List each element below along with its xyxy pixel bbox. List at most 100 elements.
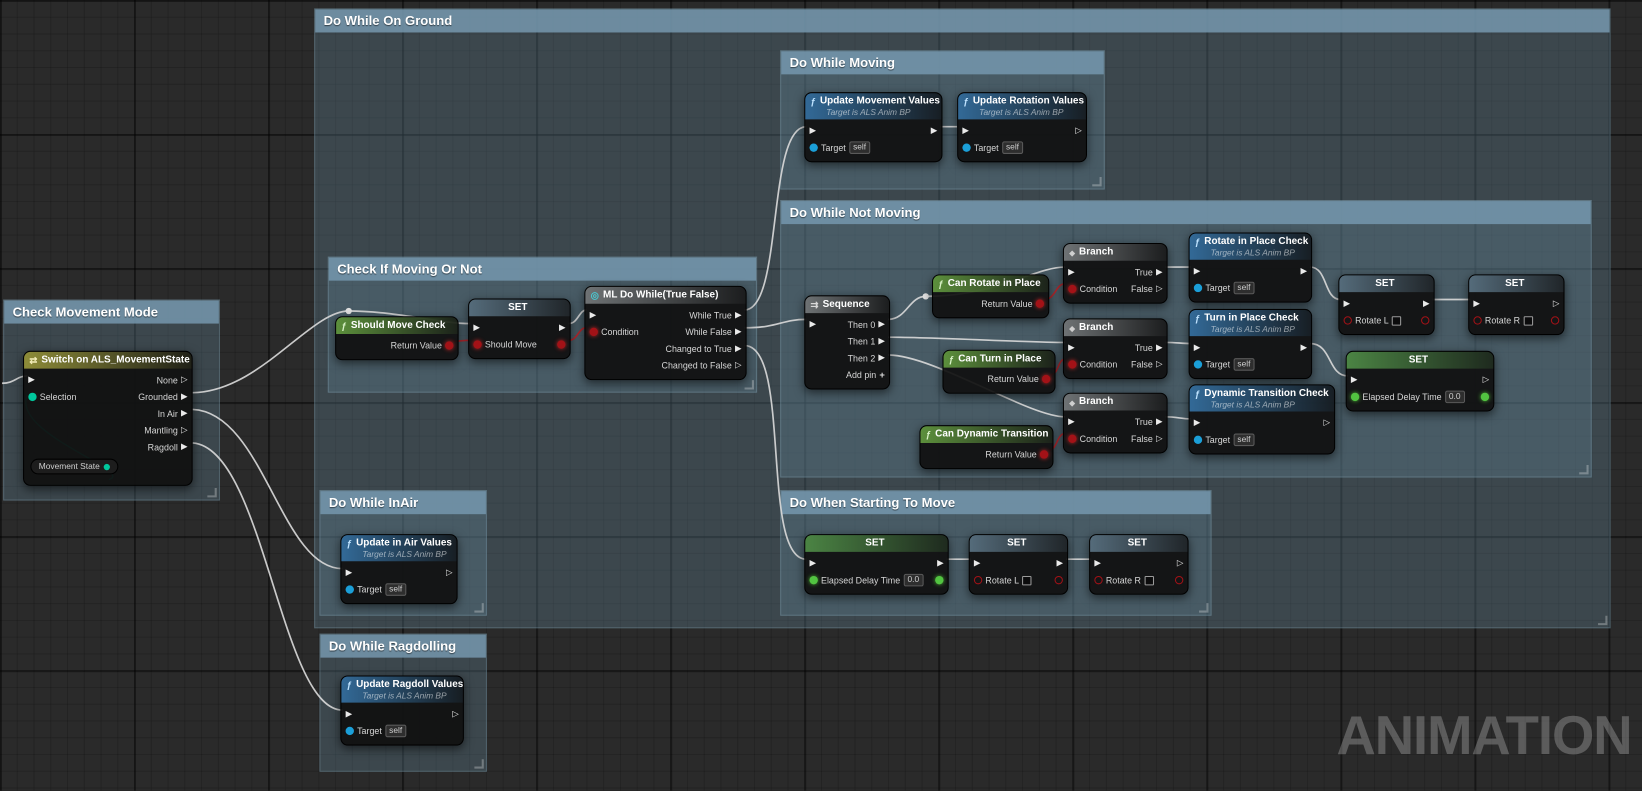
exec-in-pin[interactable]: [1351, 376, 1357, 384]
comment-title[interactable]: Do While Not Moving: [781, 201, 1591, 225]
while-true-pin[interactable]: [735, 311, 741, 319]
exec-in-pin[interactable]: [1068, 268, 1074, 276]
node-header[interactable]: SET: [1469, 275, 1564, 293]
elapsed-delay-out-pin[interactable]: [935, 575, 944, 585]
node-should-move-check[interactable]: Should Move Check Return Value: [335, 316, 459, 361]
node-header[interactable]: Update Movement Values Target is ALS Ani…: [805, 93, 942, 120]
rotate-r-out-pin[interactable]: [1550, 316, 1560, 325]
node-dynamic-transition-check[interactable]: Dynamic Transition Check Target is ALS A…: [1188, 384, 1336, 455]
rotate-l-pin[interactable]: [973, 575, 983, 585]
changed-to-false-pin[interactable]: [735, 361, 741, 369]
mantling-exec-pin[interactable]: [181, 426, 187, 434]
in-air-exec-pin[interactable]: [181, 409, 187, 417]
node-sequence[interactable]: Sequence Then 0 Then 1 Then 2 Add pin: [804, 295, 891, 390]
movement-state-variable-pill[interactable]: Movement State: [30, 458, 119, 475]
node-set-rotate-r-top[interactable]: SET Rotate R: [1468, 274, 1565, 336]
exec-in-pin[interactable]: [346, 710, 352, 718]
node-header[interactable]: SET: [1339, 275, 1434, 293]
elapsed-delay-pin[interactable]: [809, 575, 818, 585]
exec-in-pin[interactable]: [1194, 343, 1200, 351]
exec-out-pin[interactable]: [1483, 376, 1489, 384]
node-header[interactable]: Can Dynamic Transition: [920, 426, 1053, 443]
return-value-pin[interactable]: [1039, 450, 1049, 459]
exec-in-pin[interactable]: [1344, 299, 1350, 307]
true-pin[interactable]: [1156, 343, 1162, 351]
return-value-pin[interactable]: [1041, 374, 1051, 384]
then2-pin[interactable]: [878, 354, 884, 362]
node-header[interactable]: SET: [1090, 535, 1188, 552]
node-header[interactable]: Branch: [1063, 393, 1167, 411]
exec-in-pin[interactable]: [809, 127, 815, 135]
target-pin[interactable]: [1193, 360, 1203, 369]
exec-in-pin[interactable]: [28, 376, 34, 384]
node-can-turn-in-place[interactable]: Can Turn in Place Return Value: [942, 349, 1056, 394]
ragdoll-exec-pin[interactable]: [181, 443, 187, 451]
node-rotate-in-place-check[interactable]: Rotate in Place Check Target is ALS Anim…: [1188, 232, 1313, 303]
target-pin[interactable]: [345, 585, 354, 594]
exec-in-pin[interactable]: [809, 320, 815, 328]
target-value[interactable]: self: [384, 724, 407, 738]
target-value[interactable]: self: [1233, 433, 1255, 447]
exec-in-pin[interactable]: [1068, 418, 1074, 426]
exec-out-pin[interactable]: [1075, 127, 1081, 135]
node-header[interactable]: Dynamic Transition Check Target is ALS A…: [1189, 385, 1335, 412]
node-update-in-air-values[interactable]: Update in Air Values Target is ALS Anim …: [340, 534, 458, 605]
exec-out-pin[interactable]: [446, 569, 452, 577]
node-header[interactable]: ML Do While(True False): [585, 286, 746, 304]
node-header[interactable]: Branch: [1063, 319, 1167, 337]
exec-out-pin[interactable]: [1300, 343, 1306, 351]
node-set-rotate-r-bottom[interactable]: SET Rotate R: [1089, 534, 1189, 595]
target-pin[interactable]: [1193, 435, 1203, 445]
exec-out-pin[interactable]: [931, 127, 937, 135]
node-header[interactable]: Can Turn in Place: [943, 350, 1055, 368]
rotate-l-checkbox[interactable]: [1022, 575, 1032, 585]
then0-pin[interactable]: [878, 320, 884, 328]
true-pin[interactable]: [1156, 268, 1162, 276]
true-pin[interactable]: [1156, 418, 1162, 426]
exec-out-pin[interactable]: [452, 710, 458, 718]
rotate-l-pin[interactable]: [1343, 316, 1352, 325]
comment-title[interactable]: Do While On Ground: [315, 9, 1610, 33]
node-set-should-move[interactable]: SET Should Move: [468, 298, 571, 360]
exec-out-pin[interactable]: [559, 324, 565, 332]
target-value[interactable]: self: [1001, 141, 1024, 154]
selection-pin[interactable]: [28, 392, 37, 402]
while-false-pin[interactable]: [735, 328, 741, 336]
elapsed-delay-out-pin[interactable]: [1480, 392, 1490, 402]
comment-title[interactable]: Do While Moving: [781, 51, 1104, 75]
node-can-rotate-in-place[interactable]: Can Rotate in Place Return Value: [932, 274, 1050, 319]
rotate-l-out-pin[interactable]: [1054, 575, 1063, 585]
node-header[interactable]: Sequence: [805, 296, 890, 314]
comment-title[interactable]: Do While InAir: [320, 491, 486, 515]
target-value[interactable]: self: [384, 583, 407, 596]
comment-title[interactable]: Do When Starting To Move: [781, 491, 1211, 515]
grounded-exec-pin[interactable]: [181, 393, 187, 401]
elapsed-delay-value[interactable]: 0.0: [1444, 390, 1465, 404]
target-pin[interactable]: [962, 143, 971, 152]
node-turn-in-place-check[interactable]: Turn in Place Check Target is ALS Anim B…: [1188, 308, 1313, 380]
target-value[interactable]: self: [848, 141, 871, 154]
node-header[interactable]: Update Ragdoll Values Target is ALS Anim…: [341, 676, 463, 703]
exec-out-pin[interactable]: [1423, 299, 1429, 307]
node-header[interactable]: Can Rotate in Place: [933, 275, 1049, 293]
condition-pin[interactable]: [1068, 360, 1077, 369]
then1-pin[interactable]: [878, 337, 884, 345]
exec-in-pin[interactable]: [974, 559, 980, 567]
node-header[interactable]: Branch: [1063, 243, 1167, 261]
target-pin[interactable]: [809, 143, 818, 152]
rotate-r-checkbox[interactable]: [1144, 575, 1154, 585]
node-update-movement-values[interactable]: Update Movement Values Target is ALS Ani…: [804, 92, 943, 163]
node-ml-do-while[interactable]: ML Do While(True False) While True Condi…: [584, 285, 747, 381]
none-exec-pin[interactable]: [181, 376, 187, 384]
node-switch-movement-state[interactable]: Switch on ALS_MovementState None Selecti…: [23, 350, 193, 486]
node-header[interactable]: Update in Air Values Target is ALS Anim …: [341, 535, 457, 562]
variable-out-pin[interactable]: [103, 463, 111, 470]
should-move-out-pin[interactable]: [557, 340, 566, 349]
should-move-in-pin[interactable]: [473, 340, 482, 349]
false-pin[interactable]: [1156, 360, 1162, 368]
elapsed-delay-value[interactable]: 0.0: [903, 573, 924, 587]
exec-out-pin[interactable]: [937, 559, 943, 567]
